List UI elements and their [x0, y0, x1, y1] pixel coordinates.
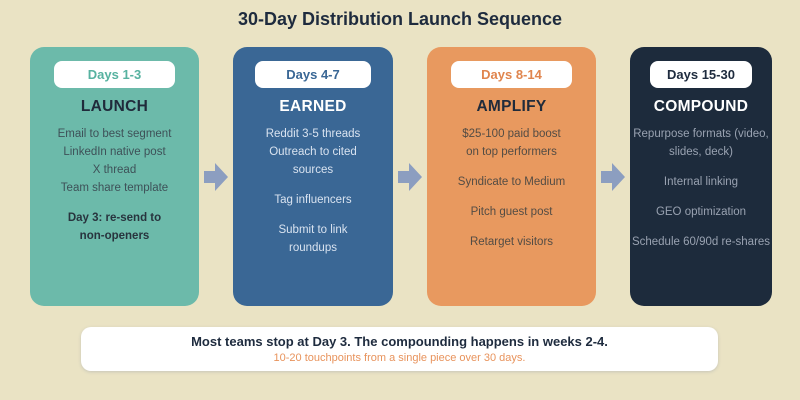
card-item: Syndicate to Medium	[457, 176, 566, 188]
card-compound-heading: COMPOUND	[653, 98, 749, 115]
card-item: GEO optimization	[655, 206, 747, 218]
card-item: Reddit 3-5 threads	[265, 128, 361, 140]
card-earned: Days 4-7 EARNED Reddit 3-5 threads Outre…	[233, 47, 393, 306]
card-earned-items: Reddit 3-5 threads Outreach to cited sou…	[233, 125, 393, 257]
card-item: $25-100 paid boost on top performers	[462, 128, 561, 158]
arrow-right-icon	[601, 162, 625, 191]
cards-row: Days 1-3 LAUNCH Email to best segment Li…	[30, 47, 772, 306]
card-launch-pill: Days 1-3	[53, 61, 176, 88]
card-compound: Days 15-30 COMPOUND Repurpose formats (v…	[630, 47, 772, 306]
arrow-right-icon	[398, 162, 422, 191]
card-item: LinkedIn native post	[63, 146, 166, 158]
card-item: X thread	[92, 164, 137, 176]
card-item: Pitch guest post	[470, 206, 553, 218]
card-compound-pill: Days 15-30	[649, 61, 753, 88]
card-item: Submit to link roundups	[278, 224, 348, 254]
card-earned-heading: EARNED	[279, 98, 347, 115]
card-amplify-items: $25-100 paid boost on top performers Syn…	[427, 125, 596, 251]
card-launch: Days 1-3 LAUNCH Email to best segment Li…	[30, 47, 199, 306]
card-item: Team share template	[60, 182, 169, 194]
card-item: Retarget visitors	[469, 236, 554, 248]
card-item: Day 3: re-send to non-openers	[67, 212, 162, 242]
footer-headline: Most teams stop at Day 3. The compoundin…	[191, 334, 608, 349]
footer-subline: 10-20 touchpoints from a single piece ov…	[273, 352, 526, 364]
arrow-right-icon	[204, 162, 228, 191]
card-item: Internal linking	[663, 176, 739, 188]
card-item: Email to best segment	[57, 128, 172, 140]
card-earned-pill: Days 4-7	[255, 61, 371, 88]
page-title: 30-Day Distribution Launch Sequence	[237, 9, 563, 29]
card-amplify-pill: Days 8-14	[450, 61, 573, 88]
card-launch-heading: LAUNCH	[80, 98, 149, 115]
card-item: Repurpose formats (video, slides, deck)	[633, 128, 769, 158]
card-item: Schedule 60/90d re-shares	[631, 236, 771, 248]
card-amplify: Days 8-14 AMPLIFY $25-100 paid boost on …	[427, 47, 596, 306]
card-amplify-heading: AMPLIFY	[476, 98, 547, 115]
footer-note: Most teams stop at Day 3. The compoundin…	[81, 327, 718, 371]
card-compound-items: Repurpose formats (video, slides, deck) …	[630, 125, 772, 251]
card-item: Tag influencers	[274, 194, 352, 206]
card-item: Outreach to cited sources	[269, 146, 357, 176]
card-launch-items: Email to best segment LinkedIn native po…	[30, 125, 199, 245]
